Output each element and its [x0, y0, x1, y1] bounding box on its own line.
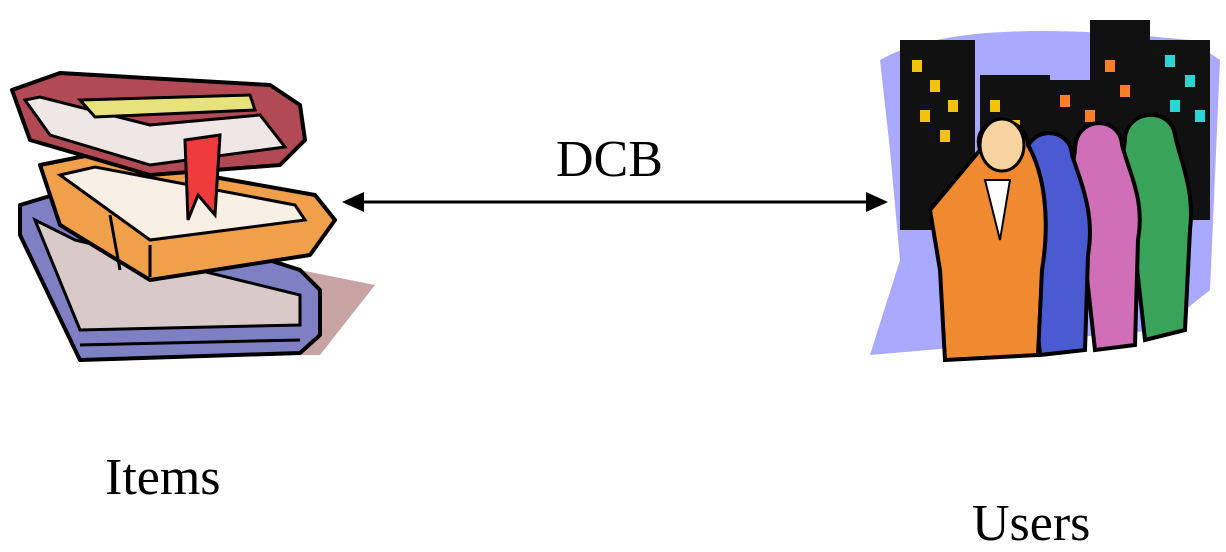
bidirectional-arrow	[342, 192, 888, 212]
books-stack-icon	[10, 71, 375, 362]
people-group-icon	[870, 20, 1220, 363]
relation-label: DCB	[556, 131, 663, 188]
items-label: Items	[105, 449, 221, 506]
users-label: Users	[972, 495, 1091, 552]
